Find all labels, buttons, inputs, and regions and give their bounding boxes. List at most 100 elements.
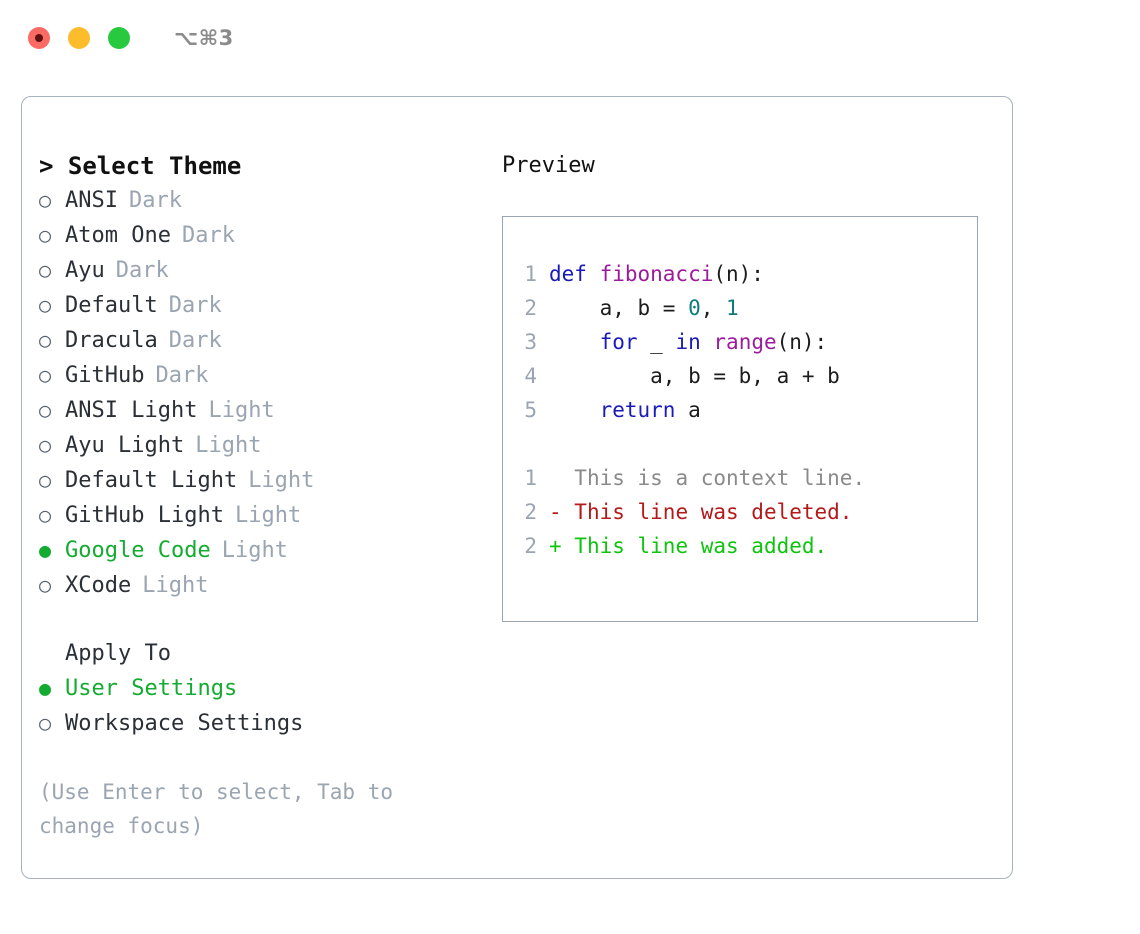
line-number: 3 [524,330,537,354]
close-button[interactable] [28,27,50,49]
code-line: 4 a, b = b, a + b [517,359,977,393]
theme-variant-badge: Light [248,468,315,493]
theme-option-label: Default Light [65,468,238,493]
code-token-pln: a [675,398,701,422]
diff-line-add: 2 + This line was added. [517,529,977,563]
theme-option-label: Google Code [65,538,211,563]
radio-unselected-icon: ○ [39,503,52,527]
preview-title: Preview [502,153,595,178]
theme-option-label: GitHub Light [65,503,224,528]
maximize-button[interactable] [108,27,130,49]
code-token-num: 0 [688,296,701,320]
apply-to-option-label: Workspace Settings [65,711,304,736]
theme-option-github[interactable]: ○ GitHub Dark [39,358,502,393]
code-diff-spacer [517,427,977,461]
section-spacer [39,603,502,637]
code-token-pln [701,330,714,354]
diff-line-ctx: 1 This is a context line. [517,461,977,495]
radio-unselected-icon: ○ [39,223,52,247]
code-token-pln: a, b = b, a + b [549,364,840,388]
code-line: 5 return a [517,393,977,427]
minimize-button[interactable] [68,27,90,49]
theme-option-google-code[interactable]: ● Google Code Light [39,533,502,568]
theme-variant-badge: Dark [115,258,169,283]
radio-unselected-icon: ○ [39,293,52,317]
code-line: 2 a, b = 0, 1 [517,291,977,325]
theme-variant-badge: Dark [155,363,209,388]
diff-marker: + [549,534,562,558]
theme-variant-badge: Light [208,398,275,423]
diff-marker [549,466,562,490]
diff-sample: 1 This is a context line.2- This line wa… [517,461,977,563]
title-bar: ⌥⌘3 [0,0,1140,76]
theme-option-label: XCode [65,573,132,598]
code-token-pln [549,398,600,422]
line-number: 1 [524,466,537,490]
diff-text: This line was deleted. [561,500,853,524]
apply-to-label: Apply To [65,641,171,666]
line-number: 2 [524,534,537,558]
radio-selected-icon: ● [39,676,52,700]
apply-to-option-user-settings[interactable]: ●User Settings [39,671,502,706]
line-number: 5 [524,398,537,422]
diff-text: This is a context line. [561,466,866,490]
diff-text: This line was added. [561,534,828,558]
theme-option-label: Atom One [65,223,171,248]
window-controls [28,27,130,49]
line-number: 2 [524,500,537,524]
code-token-pln: (n): [713,262,764,286]
diff-line-del: 2- This line was deleted. [517,495,977,529]
keyboard-hint-text: (Use Enter to select, Tab to change focu… [39,780,394,838]
theme-variant-badge: Light [142,573,209,598]
theme-variant-badge: Light [195,433,262,458]
theme-option-label: ANSI [65,188,118,213]
theme-option-label: GitHub [65,363,145,388]
radio-unselected-icon: ○ [39,328,52,352]
radio-unselected-icon: ○ [39,363,52,387]
apply-to-option-workspace-settings[interactable]: ○ Workspace Settings [39,706,502,741]
code-token-pln: _ [637,330,676,354]
theme-option-label: Ayu Light [65,433,185,458]
theme-option-label: ANSI Light [65,398,198,423]
apply-to-option-list[interactable]: ●User Settings ○ Workspace Settings [39,671,502,741]
code-token-fn: range [713,330,777,354]
code-token-kw: in [675,330,701,354]
code-token-pln: , [700,296,727,320]
code-line: 3 for _ in range(n): [517,325,977,359]
theme-variant-badge: Light [221,538,288,563]
code-token-fn: fibonacci [599,262,714,286]
line-number: 2 [524,296,537,320]
code-token-kw: return [599,398,676,422]
code-token-pln: a, b = [549,296,689,320]
line-number: 4 [524,364,537,388]
theme-option-label: Default [65,293,158,318]
radio-unselected-icon: ○ [39,711,52,735]
radio-unselected-icon: ○ [39,468,52,492]
radio-selected-icon: ● [39,538,52,562]
theme-option-default-light[interactable]: ○ Default Light Light [39,463,502,498]
radio-unselected-icon: ○ [39,258,52,282]
code-token-kw: for [599,330,638,354]
code-token-pln: (n): [776,330,828,354]
code-token-num: 1 [726,296,739,320]
theme-option-label: Dracula [65,328,158,353]
theme-list-title: > Select Theme [39,152,242,180]
